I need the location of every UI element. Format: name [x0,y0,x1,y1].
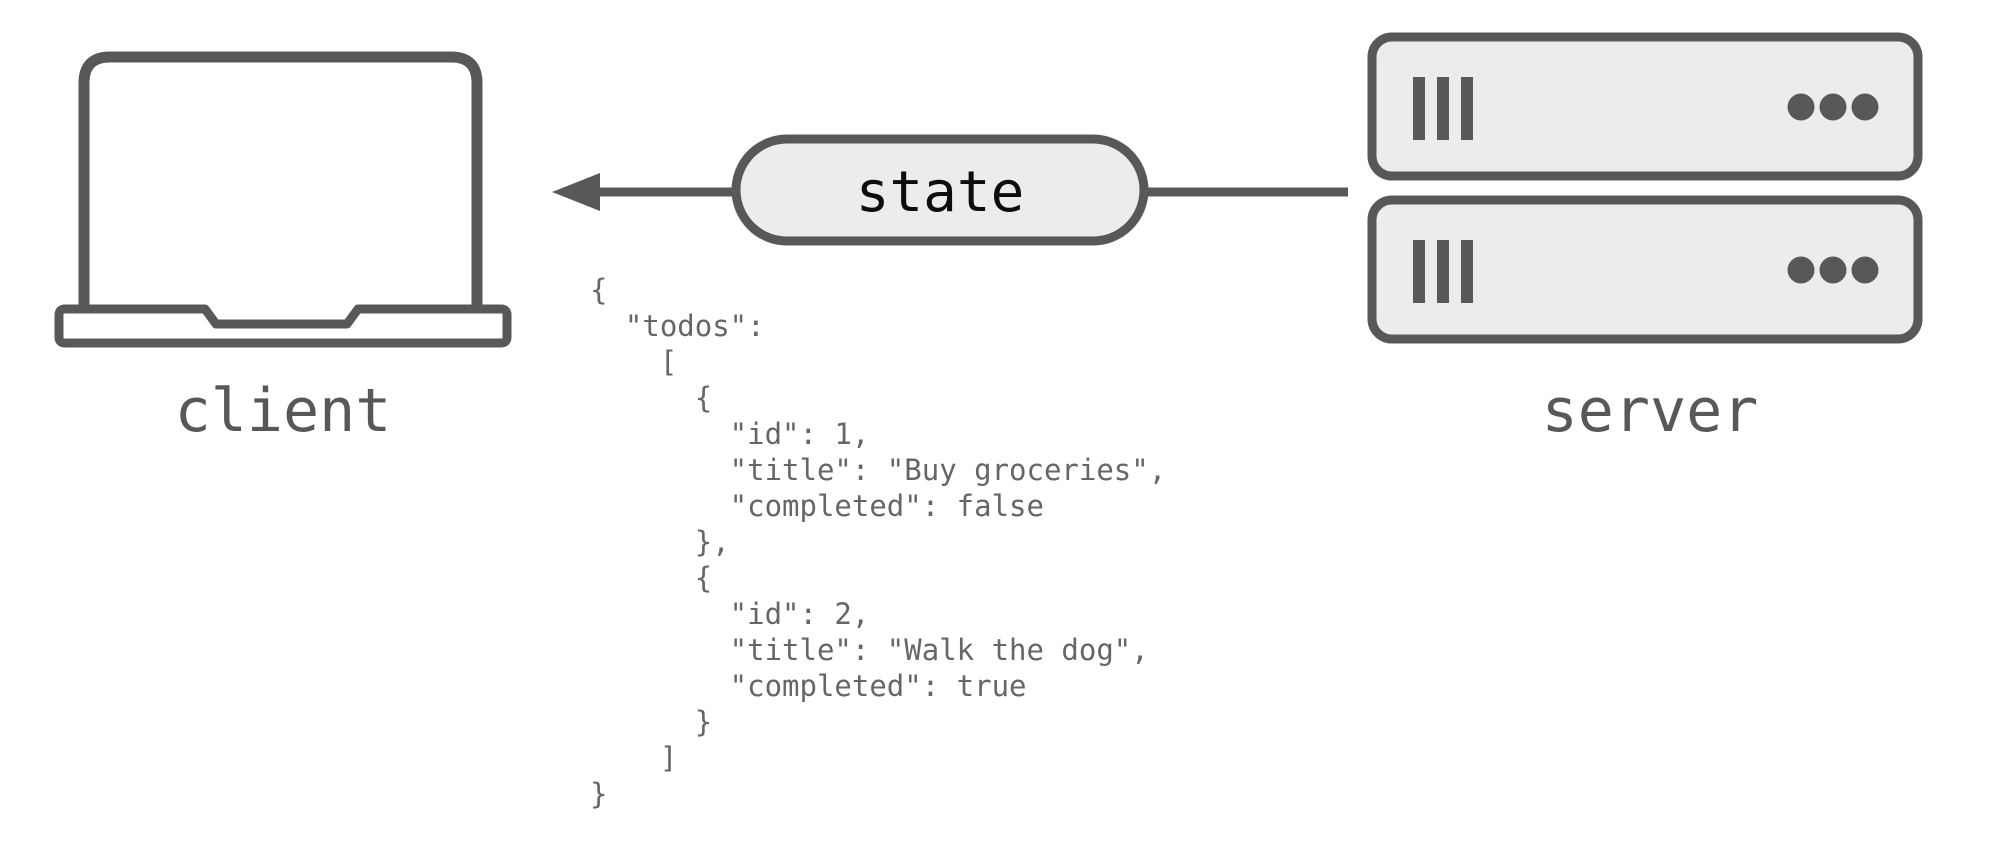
arrow-left-icon [552,173,600,211]
state-json-code: { "todos": [ { "id": 1, "title": "Buy gr… [590,273,1167,811]
state-pill-label: state [856,160,1025,225]
server-rack-icon [1367,32,1923,344]
server-unit-bottom [1367,195,1923,344]
server-unit-body [1367,195,1923,344]
server-unit-top [1367,32,1923,181]
server-leds-icon [1787,256,1879,284]
server-leds-icon [1787,93,1879,121]
server-slots-icon [1413,77,1473,140]
laptop-screen [78,51,483,309]
state-pill [731,134,1149,246]
laptop-icon [54,51,512,348]
server-slots-icon [1413,240,1473,303]
server-label: server [1542,376,1759,446]
state-arrow: state [552,134,1348,246]
server-unit-body [1367,32,1923,181]
laptop-base [54,304,512,348]
client-label: client [175,376,392,446]
